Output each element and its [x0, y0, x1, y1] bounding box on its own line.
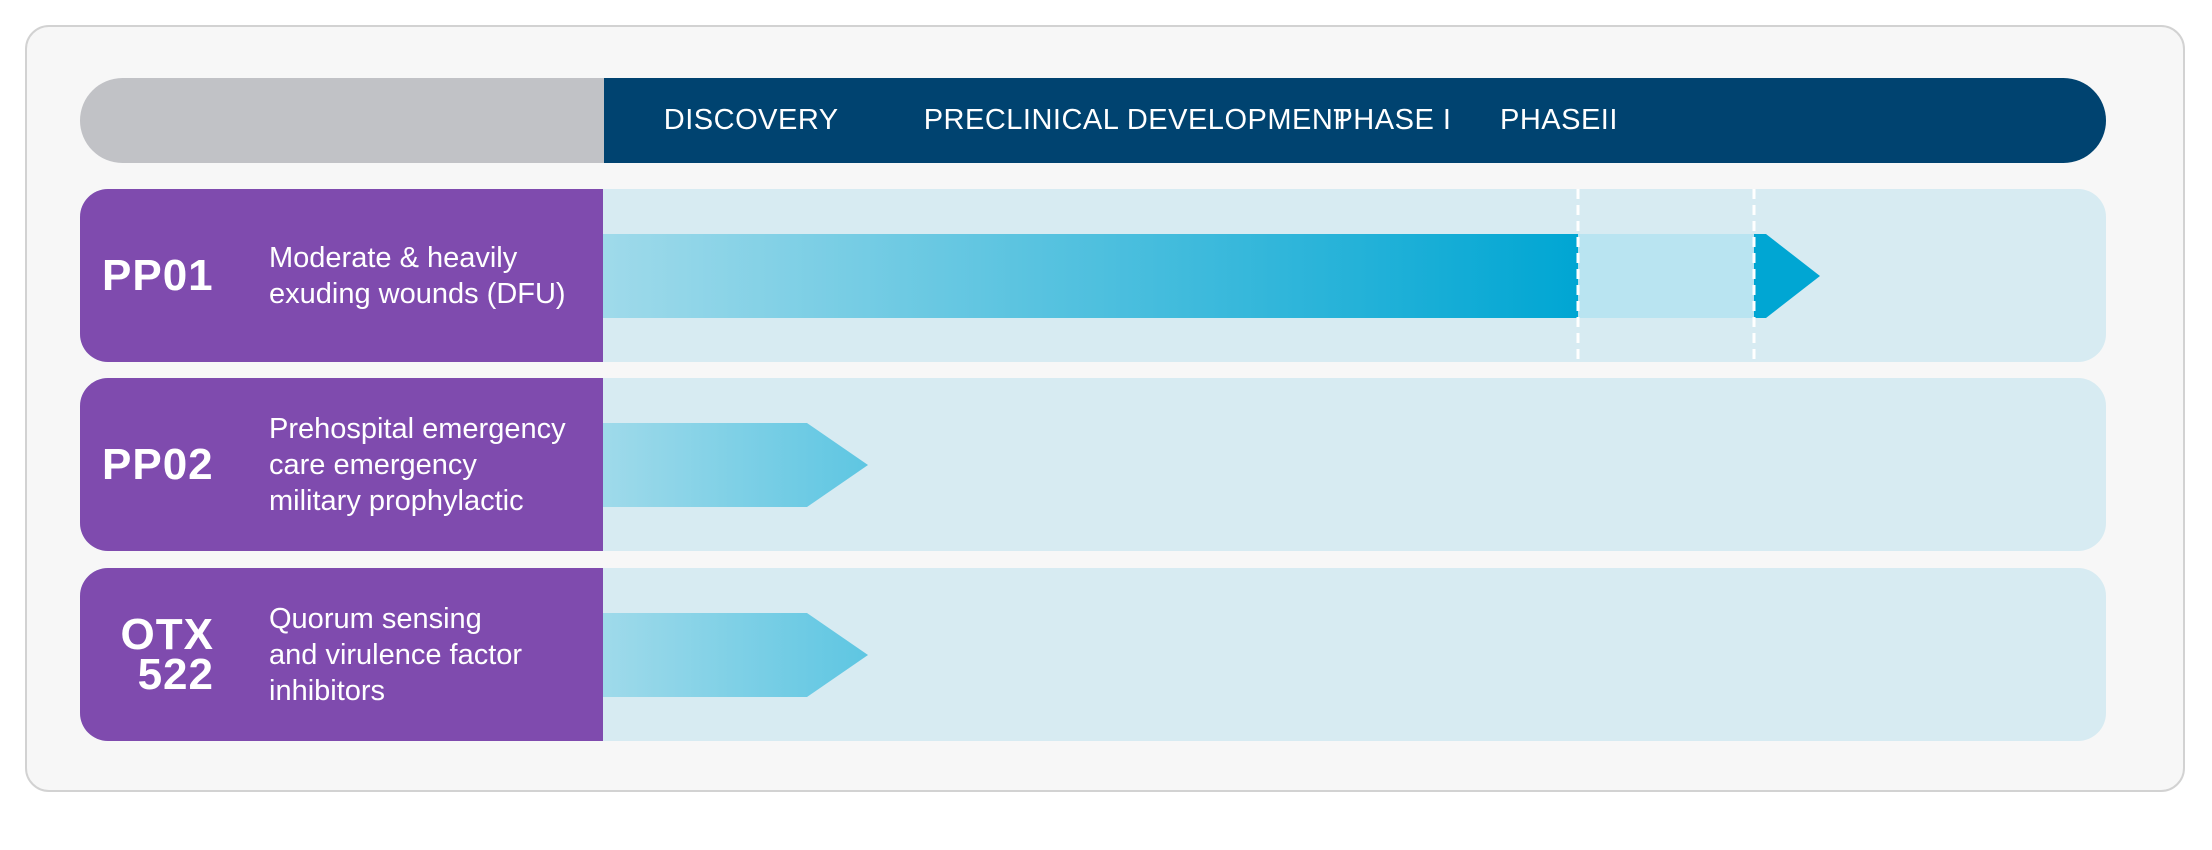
indication-line: care emergency [269, 448, 477, 481]
header-stages: DISCOVERY PRECLINICAL DEVELOPMENT PHASE … [604, 78, 2106, 163]
program-indication: Moderate & heavily exuding wounds (DFU) [269, 189, 599, 362]
program-code: OTX 522 [80, 568, 214, 741]
program-code-line: 522 [137, 649, 214, 699]
program-label: PP02 Prehospital emergency care emergenc… [80, 378, 603, 551]
stage-phase-2: PHASEII [1499, 104, 1618, 136]
indication-line: military prophylactic [269, 484, 524, 517]
progress-arrow [603, 423, 868, 507]
header-blank-cell [80, 78, 604, 163]
indication-line: Moderate & heavily [269, 241, 518, 274]
progress-track [603, 378, 2106, 551]
indication-line: Prehospital emergency [269, 412, 566, 445]
progress-graphic [603, 423, 868, 507]
pipeline-header: DISCOVERY PRECLINICAL DEVELOPMENT PHASE … [80, 78, 2106, 163]
program-code: PP02 [102, 439, 214, 489]
indication-line: and virulence factor [269, 638, 523, 671]
progress-arrow [603, 613, 868, 697]
program-label: PP01 Moderate & heavily exuding wounds (… [80, 189, 603, 362]
stage-discovery: DISCOVERY [663, 104, 839, 136]
indication-line: exuding wounds (DFU) [269, 277, 566, 310]
stage-phase-1: PHASE I [1333, 104, 1452, 136]
progress-track [603, 568, 2106, 741]
progress-graphic [603, 189, 1820, 362]
program-indication: Prehospital emergency care emergency mil… [269, 378, 599, 551]
program-code: PP01 [102, 250, 214, 300]
phase-1-highlight [1578, 234, 1754, 318]
program-label: OTX 522 Quorum sensing and virulence fac… [80, 568, 603, 741]
indication-line: inhibitors [269, 674, 386, 707]
program-row-pp01: PP01 Moderate & heavily exuding wounds (… [80, 189, 2106, 362]
program-code-line: OTX [120, 609, 214, 659]
program-indication: Quorum sensing and virulence factor inhi… [269, 568, 599, 741]
indication-line: Quorum sensing [269, 602, 482, 635]
stage-preclinical: PRECLINICAL DEVELOPMENT [923, 104, 1352, 136]
progress-bar-main [603, 234, 1578, 318]
program-row-pp02: PP02 Prehospital emergency care emergenc… [80, 378, 2106, 551]
program-row-otx522: OTX 522 Quorum sensing and virulence fac… [80, 568, 2106, 741]
progress-arrowhead [1754, 234, 1820, 318]
progress-track [603, 189, 2106, 362]
progress-graphic [603, 613, 868, 697]
